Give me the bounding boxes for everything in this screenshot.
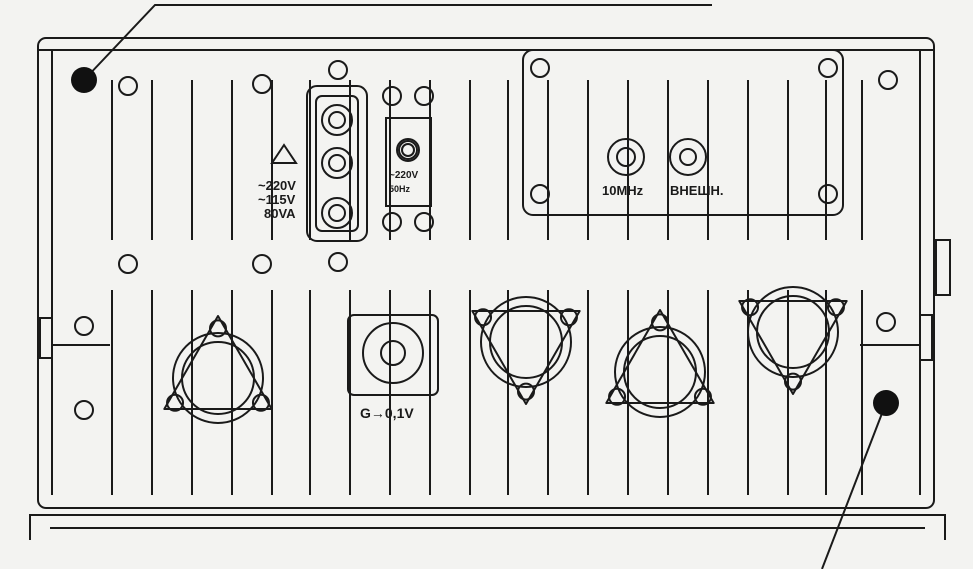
round-connectors	[163, 286, 848, 424]
signal-connector	[347, 314, 439, 396]
10mhz-label: 10MHz	[602, 183, 644, 198]
screw-icon	[252, 254, 272, 274]
fuse-holder	[385, 117, 432, 207]
power-rating: 80VA	[264, 206, 296, 221]
screw-icon	[74, 400, 94, 420]
fuse-frequency: 50Hz	[389, 184, 411, 194]
fuse-voltage: ~220V	[389, 170, 419, 181]
signal-label: G→0,1V	[360, 405, 414, 421]
reference-plate	[522, 49, 844, 216]
chassis-outline	[37, 37, 935, 509]
power-pins	[321, 104, 353, 229]
mounting-hole-bottom-right	[873, 390, 899, 416]
screw-icon	[530, 58, 550, 78]
ext-label: ВНЕШН.	[670, 183, 724, 198]
flange-connector	[471, 296, 581, 405]
screw-icon	[414, 86, 434, 106]
screw-icon	[398, 140, 418, 160]
screw-icon	[530, 184, 550, 204]
mounting-hole-top-left	[71, 67, 97, 93]
power-connector	[306, 85, 368, 242]
power-voltage-1: ~220V	[258, 178, 296, 193]
ext-switch	[669, 138, 707, 176]
screw-icon	[876, 312, 896, 332]
screw-icon	[382, 86, 402, 106]
warning-triangle-icon	[270, 143, 298, 164]
flange-connector	[738, 286, 848, 395]
screw-icon	[118, 76, 138, 96]
screw-icon	[414, 212, 434, 232]
screw-icon	[328, 60, 348, 80]
screw-icon	[252, 74, 272, 94]
screw-icon	[878, 70, 898, 90]
screw-icon	[74, 316, 94, 336]
flange-connector	[605, 309, 715, 418]
screw-icon	[818, 58, 838, 78]
screws	[74, 58, 898, 420]
screw-icon	[118, 254, 138, 274]
screw-icon	[382, 212, 402, 232]
base-rail	[29, 514, 946, 540]
leader-line-bottom	[821, 402, 887, 569]
ventilation-slots	[111, 80, 863, 495]
flange-connector	[163, 315, 273, 424]
10mhz-connector	[607, 138, 645, 176]
leader-line-top	[83, 4, 712, 81]
power-voltage-2: ~115V	[258, 192, 296, 207]
screw-icon	[818, 184, 838, 204]
screw-icon	[328, 252, 348, 272]
